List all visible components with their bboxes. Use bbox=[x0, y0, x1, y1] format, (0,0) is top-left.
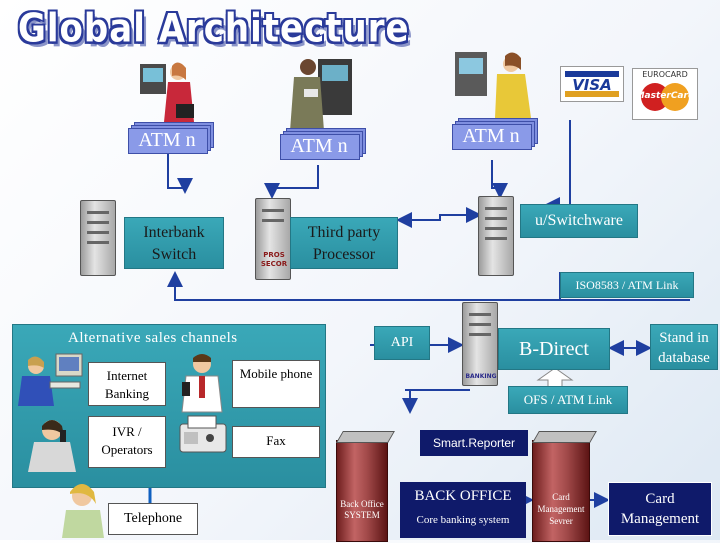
smart-reporter-label: Smart.Reporter bbox=[432, 436, 516, 450]
interbank-server-icon bbox=[80, 200, 116, 276]
ofs-link-label: OFS / ATM Link bbox=[523, 392, 613, 407]
fax-box: Fax bbox=[232, 426, 320, 458]
visa-logo-text: VISA bbox=[572, 76, 612, 94]
atm-stack-1: ATM n bbox=[128, 122, 214, 154]
mastercard-text: MasterCard bbox=[635, 91, 695, 101]
interbank-switch-label: Interbank Switch bbox=[143, 224, 205, 263]
atm-label: ATM n bbox=[462, 125, 520, 147]
ivr-operators-box: IVR / Operators bbox=[88, 416, 166, 468]
mobile-user-illustration bbox=[176, 352, 228, 414]
telephone-user-illustration bbox=[58, 478, 108, 538]
card-management-server-icon: Card Management Sevrer bbox=[532, 431, 597, 542]
bdirect-box: B-Direct bbox=[498, 328, 610, 370]
ofs-link-box: OFS / ATM Link bbox=[508, 386, 628, 414]
eurocard-text: EUROCARD bbox=[642, 70, 688, 79]
atm-label: ATM n bbox=[290, 135, 348, 157]
switchware-box: u/Switchware bbox=[520, 204, 638, 238]
bdirect-label: B-Direct bbox=[519, 338, 589, 360]
alt-channels-title: Alternative sales channels bbox=[68, 330, 238, 346]
line-cards-switch bbox=[544, 120, 571, 213]
api-box: API bbox=[374, 326, 430, 360]
internet-banking-label: Internet Banking bbox=[104, 368, 150, 401]
back-office-label: BACK OFFICE bbox=[414, 488, 512, 504]
stand-in-database-box: Stand in database bbox=[650, 324, 718, 370]
pros-secor-server-icon: PROS SECOR bbox=[255, 198, 291, 280]
third-party-label: Third party Processor bbox=[307, 224, 381, 263]
card-management-label: Card Management bbox=[620, 491, 700, 527]
card-management-box: Card Management bbox=[608, 482, 712, 536]
smart-reporter-box: Smart.Reporter bbox=[420, 430, 528, 456]
line-atm2-thirdparty bbox=[264, 165, 319, 199]
fax-machine-icon bbox=[174, 414, 232, 458]
line-switch-thirdparty bbox=[396, 212, 478, 228]
atm-user-woman-illustration bbox=[140, 58, 198, 122]
atm-stack-2: ATM n bbox=[280, 128, 366, 160]
atm-user-man-illustration bbox=[288, 55, 352, 131]
line-atm1-interbank bbox=[167, 162, 193, 194]
back-office-system-label: Back Office SYSTEM bbox=[340, 499, 384, 520]
interbank-switch-box: Interbank Switch bbox=[124, 217, 224, 269]
pros-secor-label: PROS SECOR bbox=[260, 251, 288, 268]
switchware-label: u/Switchware bbox=[535, 212, 623, 229]
iso-link-label: ISO8583 / ATM Link bbox=[575, 278, 679, 292]
internet-banking-box: Internet Banking bbox=[88, 362, 166, 406]
telephone-label: Telephone bbox=[123, 511, 183, 526]
ivr-operators-label: IVR / Operators bbox=[101, 424, 153, 457]
page-title: Global Architecture bbox=[18, 6, 410, 52]
internet-banking-user-illustration bbox=[14, 352, 84, 408]
mobile-phone-box: Mobile phone bbox=[232, 360, 320, 408]
back-office-box: BACK OFFICE Core banking system bbox=[400, 482, 526, 538]
core-banking-label: Core banking system bbox=[416, 514, 510, 526]
mastercard-logo: EUROCARD MasterCard bbox=[632, 68, 698, 120]
switchware-server-icon bbox=[478, 196, 514, 276]
fax-label: Fax bbox=[266, 433, 286, 448]
ivr-operator-illustration bbox=[22, 414, 82, 472]
stand-in-label: Stand in database bbox=[658, 330, 710, 366]
card-management-server-label: Card Management Sevrer bbox=[537, 492, 585, 526]
atm-user-woman2-illustration bbox=[455, 50, 531, 118]
line-iso-loop bbox=[167, 271, 561, 301]
visa-logo: VISA bbox=[560, 66, 624, 102]
mobile-phone-label: Mobile phone bbox=[239, 366, 313, 381]
banking-label: BANKING bbox=[465, 373, 497, 380]
iso-link-box: ISO8583 / ATM Link bbox=[560, 272, 694, 298]
back-office-server-icon: Back Office SYSTEM bbox=[336, 431, 395, 542]
telephone-box: Telephone bbox=[108, 503, 198, 535]
bdirect-server-icon: BANKING bbox=[462, 302, 498, 386]
line-atm3-switch bbox=[491, 160, 508, 199]
atm-label: ATM n bbox=[138, 129, 196, 151]
atm-stack-3: ATM n bbox=[452, 118, 538, 150]
third-party-processor-box: Third party Processor bbox=[290, 217, 398, 269]
api-label: API bbox=[390, 335, 414, 350]
